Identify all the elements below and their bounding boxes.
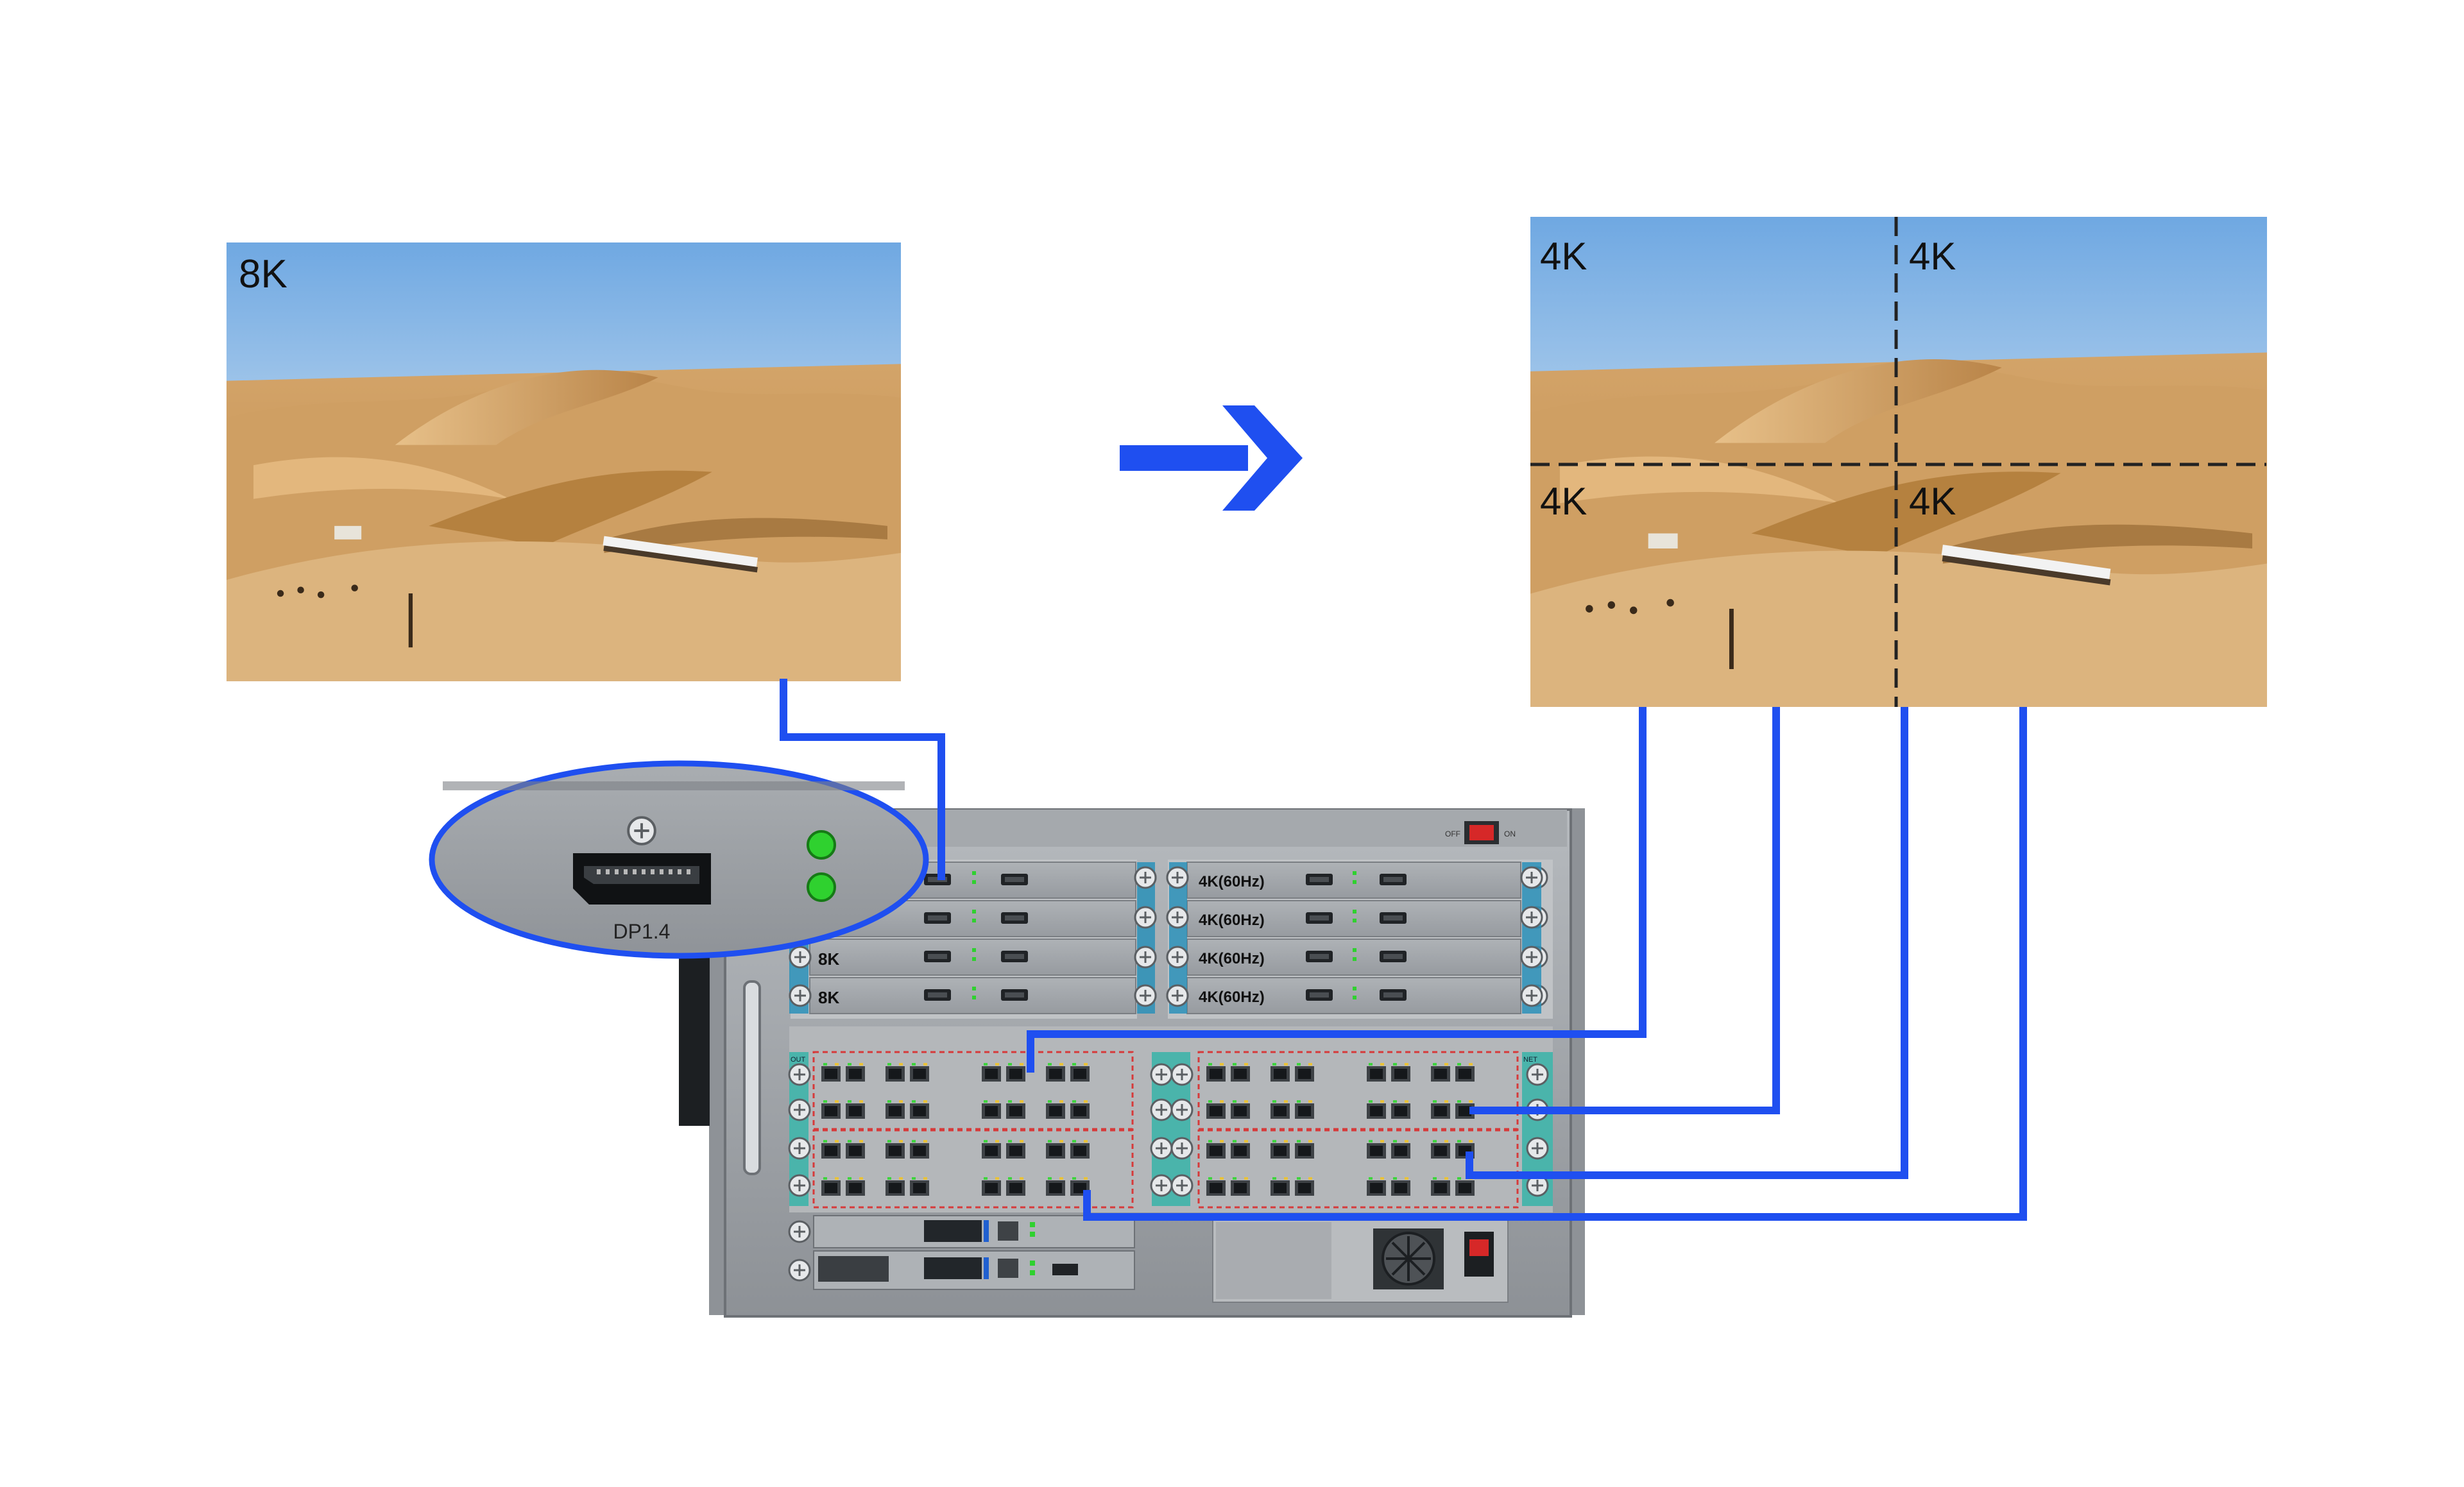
- output-card-3-label: 4K(60Hz): [1199, 950, 1265, 967]
- output-connector-2: [1469, 707, 1780, 1114]
- power-off-label: OFF: [1445, 829, 1460, 838]
- output-card-2: 4K(60Hz): [1166, 900, 1548, 937]
- port-label: DP1.4: [613, 920, 671, 943]
- input-card-3: 8K: [789, 939, 1157, 976]
- quadrant-label-bottom-left: 4K: [1540, 480, 1587, 523]
- output-card-1-label: 4K(60Hz): [1199, 873, 1265, 890]
- fan-icon: [1373, 1228, 1444, 1289]
- output-card-2-label: 4K(60Hz): [1199, 912, 1265, 929]
- control-card: [788, 1215, 1135, 1290]
- processor-chassis: OFF ON 8K: [679, 808, 1585, 1318]
- output-connector-4: [1083, 707, 2027, 1221]
- input-card-3-label: 8K: [818, 949, 839, 969]
- input-connector: [780, 679, 945, 880]
- power-on-label: ON: [1504, 829, 1516, 838]
- screw-icon: [627, 816, 656, 845]
- output-card-4: 4K(60Hz): [1166, 977, 1548, 1014]
- output-card-3: 4K(60Hz): [1166, 939, 1548, 976]
- output-4k-image: 4K 4K 4K 4K: [1530, 217, 2267, 707]
- output-card-4-label: 4K(60Hz): [1199, 989, 1265, 1006]
- source-8k-image: 8K: [227, 242, 901, 681]
- input-card-4-dp-port[interactable]: [924, 989, 951, 1001]
- quadrant-label-top-right: 4K: [1909, 235, 1956, 278]
- quadrant-label-bottom-right: 4K: [1909, 480, 1956, 523]
- input-card-2-dp-port[interactable]: [924, 912, 951, 924]
- port-tag-net: NET: [1523, 1056, 1537, 1064]
- input-card-3-dp-port[interactable]: [924, 951, 951, 962]
- status-led-1: [807, 830, 836, 860]
- chassis-handle: [743, 980, 761, 1175]
- port-tag-out: OUT: [791, 1056, 806, 1064]
- output-card-1: 4K(60Hz): [1166, 862, 1548, 899]
- quadrant-label-top-left: 4K: [1540, 235, 1587, 278]
- status-led-2: [807, 872, 836, 902]
- input-card-4-label: 8K: [818, 988, 839, 1007]
- power-supply: [1212, 1218, 1509, 1303]
- source-resolution-label: 8K: [239, 252, 287, 296]
- input-card-4: 8K: [789, 977, 1157, 1014]
- right-arrow-icon: [1120, 405, 1303, 511]
- power-switch-icon[interactable]: OFF ON: [1445, 821, 1516, 844]
- displayport-icon[interactable]: [573, 853, 711, 905]
- output-connector-1: [1027, 707, 1647, 1073]
- output-connector-3: [1466, 707, 1908, 1179]
- signal-connectors: [780, 679, 2027, 1221]
- displayport-callout: DP1.4: [429, 760, 929, 959]
